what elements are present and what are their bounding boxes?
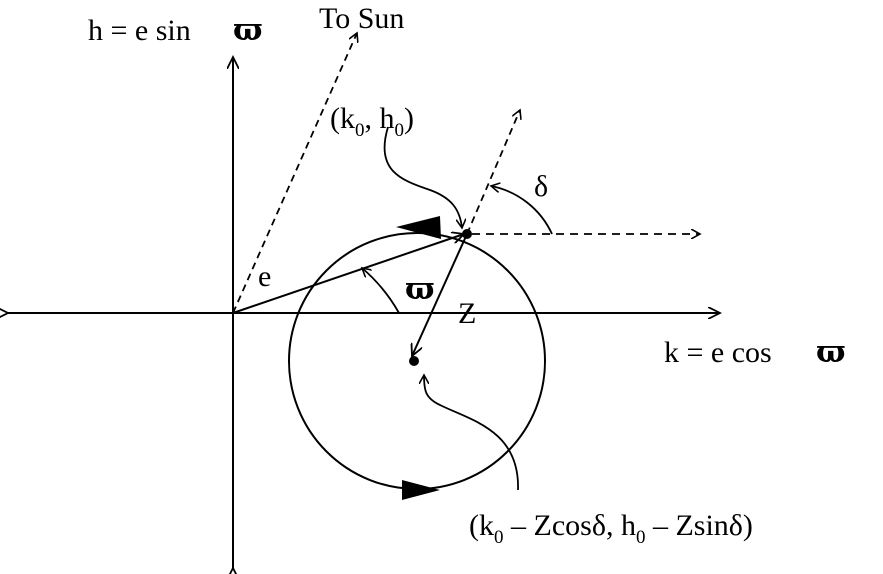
k-axis-label: k = e cos	[664, 336, 772, 369]
initial-point-leader	[383, 126, 462, 228]
e-label: e	[258, 260, 271, 293]
varpi-label: ϖ	[405, 271, 435, 307]
varpi-angle-arc	[362, 268, 400, 314]
z-vector	[412, 233, 468, 356]
center-point	[409, 356, 419, 366]
direction-arrow-bottom	[402, 480, 440, 500]
z-label: Z	[458, 297, 476, 330]
direction-arrow-top	[396, 216, 441, 239]
k-axis-varpi: ϖ	[816, 334, 846, 370]
h-axis-label: h = e sin	[88, 14, 191, 47]
delta-label: δ	[534, 170, 548, 203]
center-point-label: (k0 – Zcosδ, h0 – Zsinδ)	[469, 509, 753, 548]
center-point-leader	[424, 375, 519, 491]
to-sun-label: To Sun	[319, 2, 404, 35]
to-sun-line	[232, 33, 357, 314]
initial-point-label: (k0, h0)	[330, 102, 414, 141]
delta-direction-line	[466, 110, 520, 235]
eccentricity-vector	[232, 234, 464, 314]
h-axis-varpi: ϖ	[233, 12, 263, 48]
delta-angle-arc	[491, 186, 553, 235]
